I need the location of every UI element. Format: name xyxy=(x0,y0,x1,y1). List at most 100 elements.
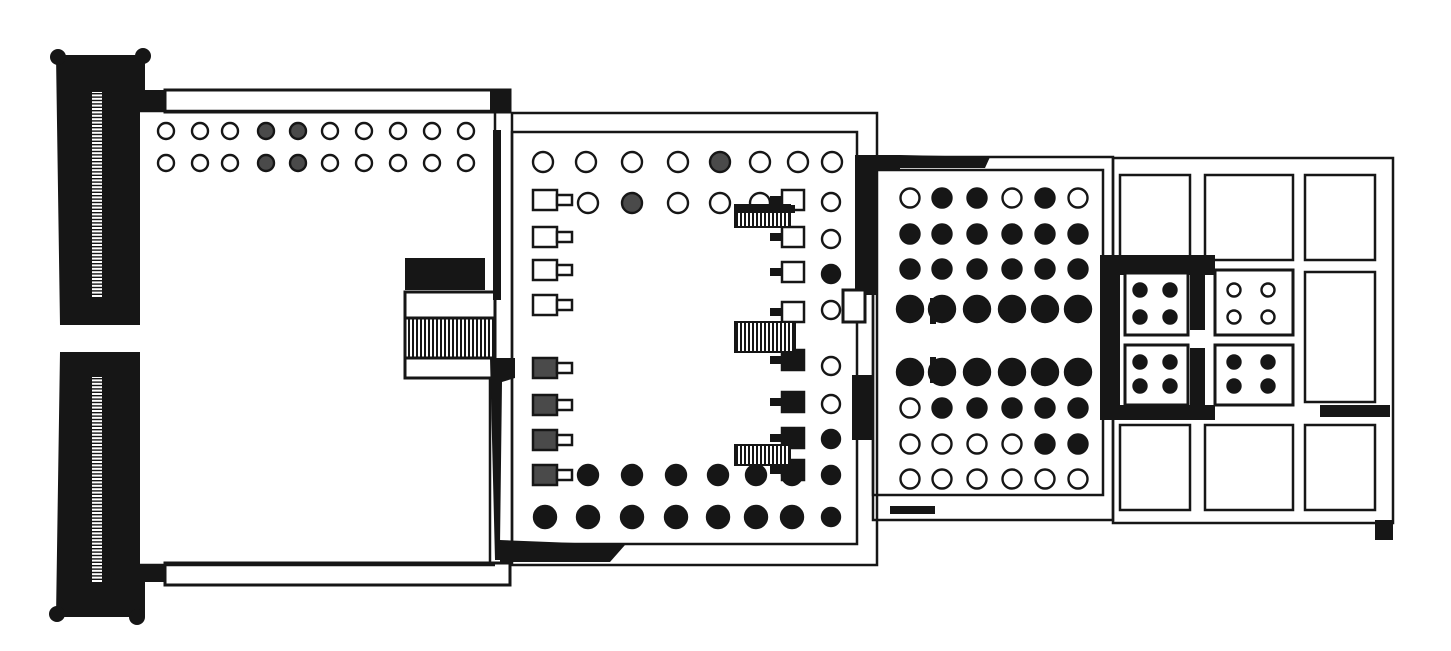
hypostyle-screen-wall xyxy=(930,357,936,383)
pylon-corner-post xyxy=(129,609,145,625)
pylon-slot-mark xyxy=(92,395,102,397)
sanctuary-corner-block xyxy=(1375,520,1393,540)
first-court-column xyxy=(422,121,442,141)
pylon-slot-mark xyxy=(92,127,102,129)
pylon-slot-mark xyxy=(92,96,102,98)
pylon-slot-mark xyxy=(92,575,102,577)
peristyle-column xyxy=(786,150,810,174)
side-chamber xyxy=(1303,270,1377,404)
osiride-statue-base xyxy=(770,466,782,474)
pylon-north-tower xyxy=(56,55,165,325)
hypostyle-column xyxy=(962,294,992,324)
hypostyle-column xyxy=(899,258,921,280)
osiride-statue xyxy=(780,300,806,324)
sanctuary-column xyxy=(1226,378,1242,394)
osiride-statue-base xyxy=(770,434,782,442)
hypostyle-column xyxy=(966,468,988,490)
pylon-slot-mark xyxy=(92,235,102,238)
peristyle-column xyxy=(820,228,842,250)
pylon-slot-mark xyxy=(92,229,102,231)
sanctuary-column xyxy=(1162,309,1178,325)
hypostyle-column xyxy=(966,223,988,245)
hypostyle-column xyxy=(1063,294,1093,324)
first-court-column xyxy=(388,153,408,173)
osiride-statue-base xyxy=(555,468,574,482)
hypostyle-west-wall xyxy=(858,155,900,295)
sanctuary-column xyxy=(1132,282,1148,298)
peristyle-column xyxy=(820,263,842,285)
pylon-slot-mark xyxy=(92,225,102,227)
osiride-statue-base xyxy=(555,263,574,277)
pylon-slot-mark xyxy=(92,507,102,509)
peristyle-column xyxy=(820,355,842,377)
osiride-statue-base xyxy=(770,308,782,316)
peristyle-column xyxy=(576,191,600,215)
sanctuary-column xyxy=(1260,378,1276,394)
vestibule-room xyxy=(1213,268,1295,337)
pylon-slot-mark xyxy=(92,256,102,258)
pylon-slot-mark xyxy=(92,544,102,546)
hypostyle-column xyxy=(1001,258,1023,280)
osiride-statue xyxy=(780,390,806,414)
pylon-slot-mark xyxy=(92,503,102,506)
pylon-slot-mark xyxy=(92,429,102,431)
pylon-slot-mark xyxy=(92,514,102,516)
pylon-slot-mark xyxy=(92,378,102,380)
osiride-statue xyxy=(531,463,559,487)
osiride-statue xyxy=(531,225,559,249)
first-court-column xyxy=(456,153,476,173)
osiride-statue-base xyxy=(770,196,782,204)
vestibule-room xyxy=(1123,343,1190,407)
peristyle-column xyxy=(666,191,690,215)
pylon-slot-mark xyxy=(92,524,102,526)
pylon-slot-mark xyxy=(92,571,102,574)
pylon-slot-mark xyxy=(92,167,102,170)
pylon-slot-mark xyxy=(92,405,102,407)
sanctuary-column xyxy=(1162,354,1178,370)
pylon-slot-mark xyxy=(92,293,102,295)
pylon-slot-mark xyxy=(92,442,102,444)
pylon-slot-mark xyxy=(92,218,102,221)
pylon-slot-mark xyxy=(92,401,102,404)
hypostyle-column xyxy=(1067,223,1089,245)
pylon-slot-mark xyxy=(92,140,102,142)
hypostyle-column xyxy=(966,258,988,280)
pylon-slot-mark xyxy=(92,205,102,207)
peristyle-column xyxy=(666,150,690,174)
hypostyle-column xyxy=(997,294,1027,324)
first-court-column xyxy=(190,121,210,141)
pylon-slot-mark xyxy=(92,130,102,132)
pylon-slot-mark xyxy=(92,497,102,499)
peristyle-column xyxy=(574,150,598,174)
first-court-column xyxy=(156,153,176,173)
hypostyle-column xyxy=(931,468,953,490)
hypostyle-column xyxy=(1034,433,1056,455)
pylon-corner-post xyxy=(135,48,151,64)
peristyle-column xyxy=(620,150,644,174)
peristyle-ramp xyxy=(734,321,796,353)
pylon-slot-mark xyxy=(92,110,102,112)
hypostyle-column xyxy=(966,397,988,419)
peristyle-column xyxy=(531,150,555,174)
osiride-statues-west xyxy=(531,188,574,487)
hypostyle-north-wall-ruin xyxy=(900,155,990,168)
peristyle-columns xyxy=(531,150,844,530)
pylon-slot-mark xyxy=(92,558,102,560)
first-court-column xyxy=(354,153,374,173)
sanctuary-complex xyxy=(1100,156,1395,540)
pylon-slot-mark xyxy=(92,276,102,278)
osiride-statue-base xyxy=(770,398,782,406)
peristyle-column xyxy=(743,504,769,530)
pylon-slot-mark xyxy=(92,452,102,455)
hypostyle-south-threshold xyxy=(890,506,935,514)
osiride-statue xyxy=(531,258,559,282)
pylon-slot-mark xyxy=(92,493,102,495)
pylon-slot-mark xyxy=(92,208,102,210)
sanctuary-column xyxy=(1132,378,1148,394)
pylon-slot-mark xyxy=(92,150,102,153)
hypostyle-column xyxy=(1001,397,1023,419)
pylon-slot-mark xyxy=(92,286,102,289)
side-chambers xyxy=(1118,173,1377,512)
pylon-slot-mark xyxy=(92,161,102,163)
pylon-slot-mark xyxy=(92,554,102,557)
